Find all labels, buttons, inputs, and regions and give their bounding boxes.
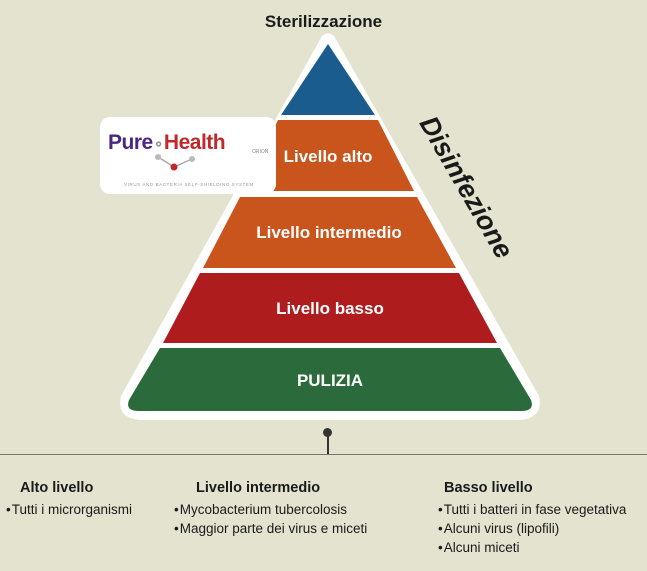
list-item: Alcuni miceti [438,540,626,555]
list-item: Tutti i microrganismi [6,502,132,517]
column-intermediate-level: Livello intermedio Mycobacterium tuberco… [174,480,368,540]
list-item: Mycobacterium tubercolosis [174,502,367,517]
column-heading: Livello intermedio [196,480,321,496]
column-high-level: Alto livello Tutti i microrganismi [6,480,132,521]
column-low-level: Basso livello Tutti i batteri in fase ve… [438,480,627,559]
list-item: Tutti i batteri in fase vegetativa [438,502,627,517]
list-item: Alcuni virus (lipofili) [438,521,626,536]
level-high-label: Livello alto [284,147,373,166]
connector-line [327,433,329,454]
column-heading: Alto livello [20,480,94,496]
list-item: Maggior parte dei virus e miceti [174,521,368,536]
pyramid-level-high [243,120,414,191]
purehealth-logo: Pure⚬Health ORION VIRUS AND BACTERIA SEL… [100,117,276,194]
logo-molecule-icon [155,154,195,171]
column-heading: Basso livello [444,480,533,496]
divider-line [0,454,647,455]
logo-health-text: Health [163,131,226,154]
sterilization-label: Sterilizzazione [264,12,383,31]
logo-wordmark: Pure⚬Health [108,131,226,154]
connector-dot [323,428,332,437]
logo-tagline: VIRUS AND BACTERIA SELF-SHIELDING SYSTEM [124,182,254,187]
logo-pure-text: Pure [108,131,153,154]
pyramid-level-cleaning [128,348,532,411]
pyramid-level-low [163,273,497,343]
logo-sub-text: ORION [252,149,269,155]
level-cleaning-label: PULIZIA [297,371,363,390]
level-low-label: Livello basso [276,299,384,318]
level-intermediate-label: Livello intermedio [256,223,401,242]
pyramid-level-intermediate [203,197,456,268]
pyramid-level-sterilization [281,44,375,115]
